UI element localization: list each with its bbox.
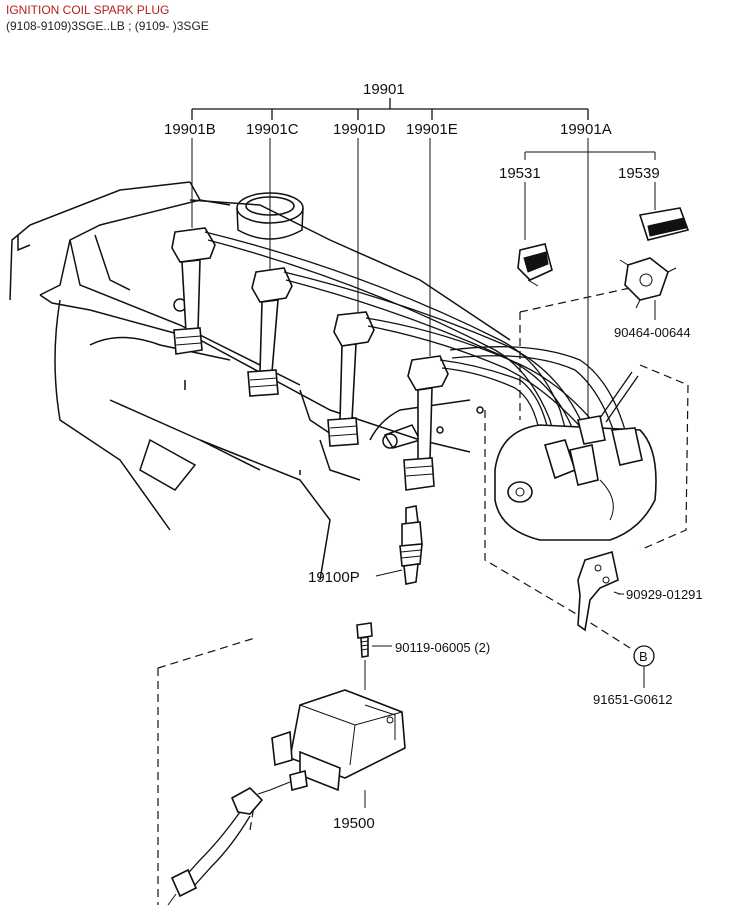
label-19100p: 19100P <box>308 569 360 586</box>
bolt-90119 <box>356 622 392 690</box>
label-90929-01291: 90929-01291 <box>626 587 703 602</box>
diagram-title: IGNITION COIL SPARK PLUG <box>6 3 170 17</box>
wire-set-bracket <box>191 98 656 420</box>
distributor <box>494 371 657 541</box>
marker-letter: B <box>639 649 648 664</box>
spark-plug <box>375 505 423 585</box>
label-19531: 19531 <box>499 165 541 182</box>
label-19539: 19539 <box>618 165 660 182</box>
diagram-subtitle: (9108-9109)3SGE..LB ; (9109- )3SGE <box>6 19 209 33</box>
label-90119-06005: 90119-06005 (2) <box>395 640 490 655</box>
dashed-outlines <box>157 287 689 905</box>
marker-b <box>633 645 655 688</box>
label-19901e: 19901E <box>406 121 458 138</box>
holder-90464 <box>619 257 677 309</box>
coil-lead <box>167 787 271 906</box>
ignition-wires <box>204 231 626 446</box>
diagram-header: IGNITION COIL SPARK PLUG (9108-9109)3SGE… <box>6 2 209 34</box>
plug-cap-b <box>171 227 216 355</box>
label-91651-g0612: 91651-G0612 <box>593 692 673 707</box>
label-19901d: 19901D <box>333 121 386 138</box>
label-19901: 19901 <box>363 81 405 98</box>
label-19901a: 19901A <box>560 121 612 138</box>
clamp-19539 <box>638 207 690 241</box>
bracket-90929 <box>577 550 621 632</box>
ignition-coil <box>269 689 406 792</box>
plug-cap-e <box>403 355 449 491</box>
label-19901c: 19901C <box>246 121 299 138</box>
leader-lines <box>364 300 656 808</box>
plug-cap-d <box>327 311 375 447</box>
label-90464-00644: 90464-00644 <box>614 325 691 340</box>
clamp-19531 <box>517 243 553 287</box>
label-19901b: 19901B <box>164 121 216 138</box>
plug-cap-c <box>247 267 293 397</box>
label-19500: 19500 <box>333 815 375 832</box>
